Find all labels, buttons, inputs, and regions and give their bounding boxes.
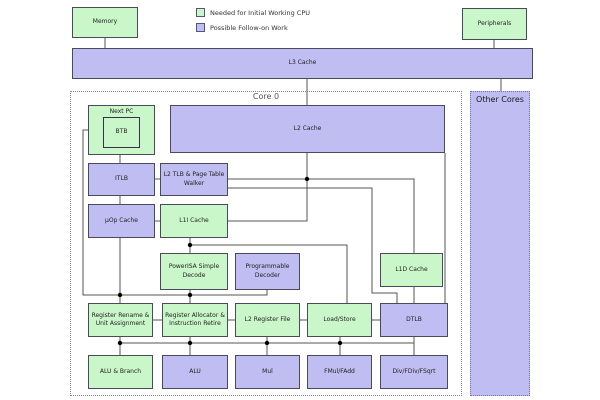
node-register-rename-unit-assignment: Register Rename & Unit Assignment [88, 303, 153, 337]
node-fmul-fadd: FMul/FAdd [307, 355, 372, 389]
junction-dots [117, 176, 343, 346]
node-programmable-decoder: Programmable Decoder [235, 253, 300, 290]
node-alu: ALU [162, 355, 228, 389]
legend-swatch-green [196, 8, 205, 17]
node-memory: Memory [72, 7, 138, 38]
next-pc-label: Next PC [109, 108, 134, 115]
legend-item-initial: Needed for Initial Working CPU [196, 8, 310, 17]
legend-item-followon: Possible Follow-on Work [196, 23, 310, 32]
node-l3-cache: L3 Cache [72, 48, 533, 79]
node-itlb: ITLB [88, 163, 155, 196]
node-mul: Mul [235, 355, 300, 389]
legend-label: Needed for Initial Working CPU [210, 8, 311, 17]
core0-boundary [70, 91, 462, 396]
node-l1d-cache: L1D Cache [380, 253, 443, 287]
node-uop-cache: µOp Cache [88, 204, 155, 238]
node-load-store: Load/Store [307, 303, 372, 337]
node-other-cores: Other Cores [470, 91, 530, 396]
node-div-fdiv-fsqrt: Div/FDiv/FSqrt [380, 355, 448, 389]
node-peripherals: Peripherals [462, 8, 527, 40]
node-alu-branch: ALU & Branch [88, 355, 153, 389]
node-dtlb: DTLB [380, 303, 448, 337]
node-l2-tlb-page-table-walker: L2 TLB & Page Table Walker [160, 163, 228, 196]
node-l2-cache: L2 Cache [170, 105, 445, 153]
legend-swatch-purple [196, 23, 205, 32]
legend-label: Possible Follow-on Work [210, 23, 288, 32]
core0-label: Core 0 [252, 92, 280, 101]
node-btb: BTB [103, 117, 140, 148]
node-powerisa-simple-decode: PowerISA Simple Decode [160, 253, 228, 290]
node-l1i-cache: L1I Cache [160, 204, 228, 238]
legend: Needed for Initial Working CPU Possible … [196, 8, 310, 38]
node-l2-register-file: L2 Register File [235, 303, 300, 337]
node-register-allocator-instruction-retire: Register Allocator & Instruction Retire [162, 303, 228, 337]
